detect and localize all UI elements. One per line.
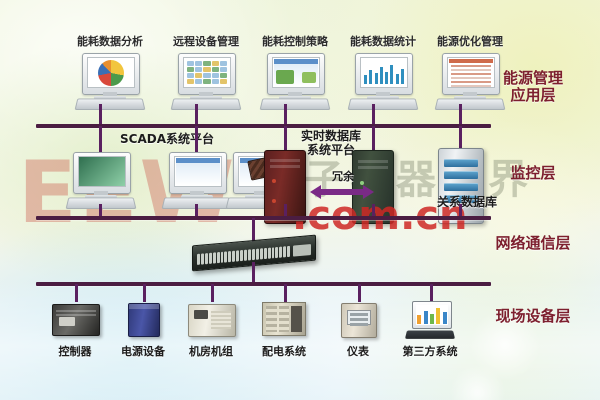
connector-drop [430, 284, 433, 302]
desktop-pc-pie-chart-icon [74, 53, 146, 111]
field-device-power-distribution: 配电系统 [244, 300, 324, 359]
redundancy-label: 冗余 [332, 170, 354, 183]
field-device-label: 电源设备 [121, 345, 165, 358]
layer-label-monitoring: 监控层 [510, 164, 556, 182]
bus-line-network [36, 282, 491, 286]
connector-drop [99, 104, 102, 126]
redundancy-double-arrow-icon [310, 185, 374, 199]
connector-drop [284, 284, 287, 302]
field-device-third-party-system: 第三方系统 [390, 300, 470, 359]
app-node-label: 能耗数据分析 [77, 35, 143, 48]
layer-label-line1: 能源管理 [502, 69, 563, 87]
app-node-energy-control-strategy: 能耗控制策略 [249, 33, 341, 111]
connector-drop [75, 284, 78, 302]
workstation-pc-icon [158, 148, 236, 210]
connector-drop [372, 204, 375, 218]
third-party-lcd-system-icon [390, 300, 470, 340]
connector-drop [358, 284, 361, 302]
realtime-db-platform-label: 实时数据库 系统平台 [288, 129, 374, 158]
field-device-power-supply: 电源设备 [103, 300, 183, 359]
app-node-energy-data-analysis: 能耗数据分析 [64, 33, 156, 111]
bus-line-monitoring [36, 216, 491, 220]
connector-drop [211, 284, 214, 302]
bus-line-application [36, 124, 491, 128]
connector-drop [284, 104, 287, 126]
app-node-label: 远程设备管理 [173, 35, 239, 48]
app-node-label: 能源优化管理 [437, 35, 503, 48]
app-node-energy-data-statistics: 能耗数据统计 [337, 33, 429, 111]
realtime-db-label-line1: 实时数据库 [300, 129, 361, 143]
field-device-controller: 控制器 [35, 300, 115, 359]
desktop-pc-bar-chart-icon [347, 53, 419, 111]
redundancy-indicator: 冗余 [310, 168, 376, 199]
connector-drop [99, 204, 102, 218]
layer-label-network: 网络通信层 [495, 234, 571, 252]
app-node-energy-optimization-management: 能源优化管理 [424, 33, 516, 111]
field-device-label: 配电系统 [262, 345, 306, 358]
connector-drop [252, 262, 255, 284]
connector-drop [372, 104, 375, 126]
field-device-computer-room-unit: 机房机组 [171, 300, 251, 359]
connector-drop [284, 204, 287, 218]
connector-drop [252, 218, 255, 248]
relational-db-label: 关系数据库 [436, 195, 497, 209]
connector-drop [195, 104, 198, 126]
field-device-label: 第三方系统 [402, 345, 458, 358]
air-conditioning-unit-icon [171, 300, 251, 340]
layer-label-line2: 应用层 [510, 86, 556, 105]
connector-drop [195, 204, 198, 218]
layer-label-field: 现场设备层 [495, 307, 571, 325]
field-device-label: 控制器 [58, 345, 92, 358]
ups-power-supply-icon [103, 300, 183, 340]
app-node-remote-device-management: 远程设备管理 [160, 33, 252, 111]
scada-platform-label: SCADA系统平台 [120, 132, 214, 146]
connector-drop [143, 284, 146, 302]
connector-drop [459, 104, 462, 126]
connector-drop [459, 204, 462, 218]
background-bottom-haze [0, 280, 600, 400]
desktop-pc-icon-grid-icon [170, 53, 242, 111]
plc-controller-icon [35, 300, 115, 340]
layer-label-application: 能源管理 应用层 [474, 69, 592, 105]
desktop-pc-web-page-icon [259, 53, 331, 111]
field-device-label: 仪表 [347, 345, 369, 358]
field-device-meter: 仪表 [318, 300, 398, 359]
meter-instrument-icon [318, 300, 398, 340]
power-distribution-panel-icon [244, 300, 324, 340]
app-node-label: 能耗数据统计 [350, 35, 416, 48]
app-node-label: 能耗控制策略 [262, 35, 328, 48]
realtime-db-label-line2: 系统平台 [306, 142, 355, 157]
desktop-pc-spreadsheet-icon [434, 53, 506, 111]
field-device-label: 机房机组 [189, 345, 233, 358]
workstation-pc-icon [62, 148, 140, 210]
